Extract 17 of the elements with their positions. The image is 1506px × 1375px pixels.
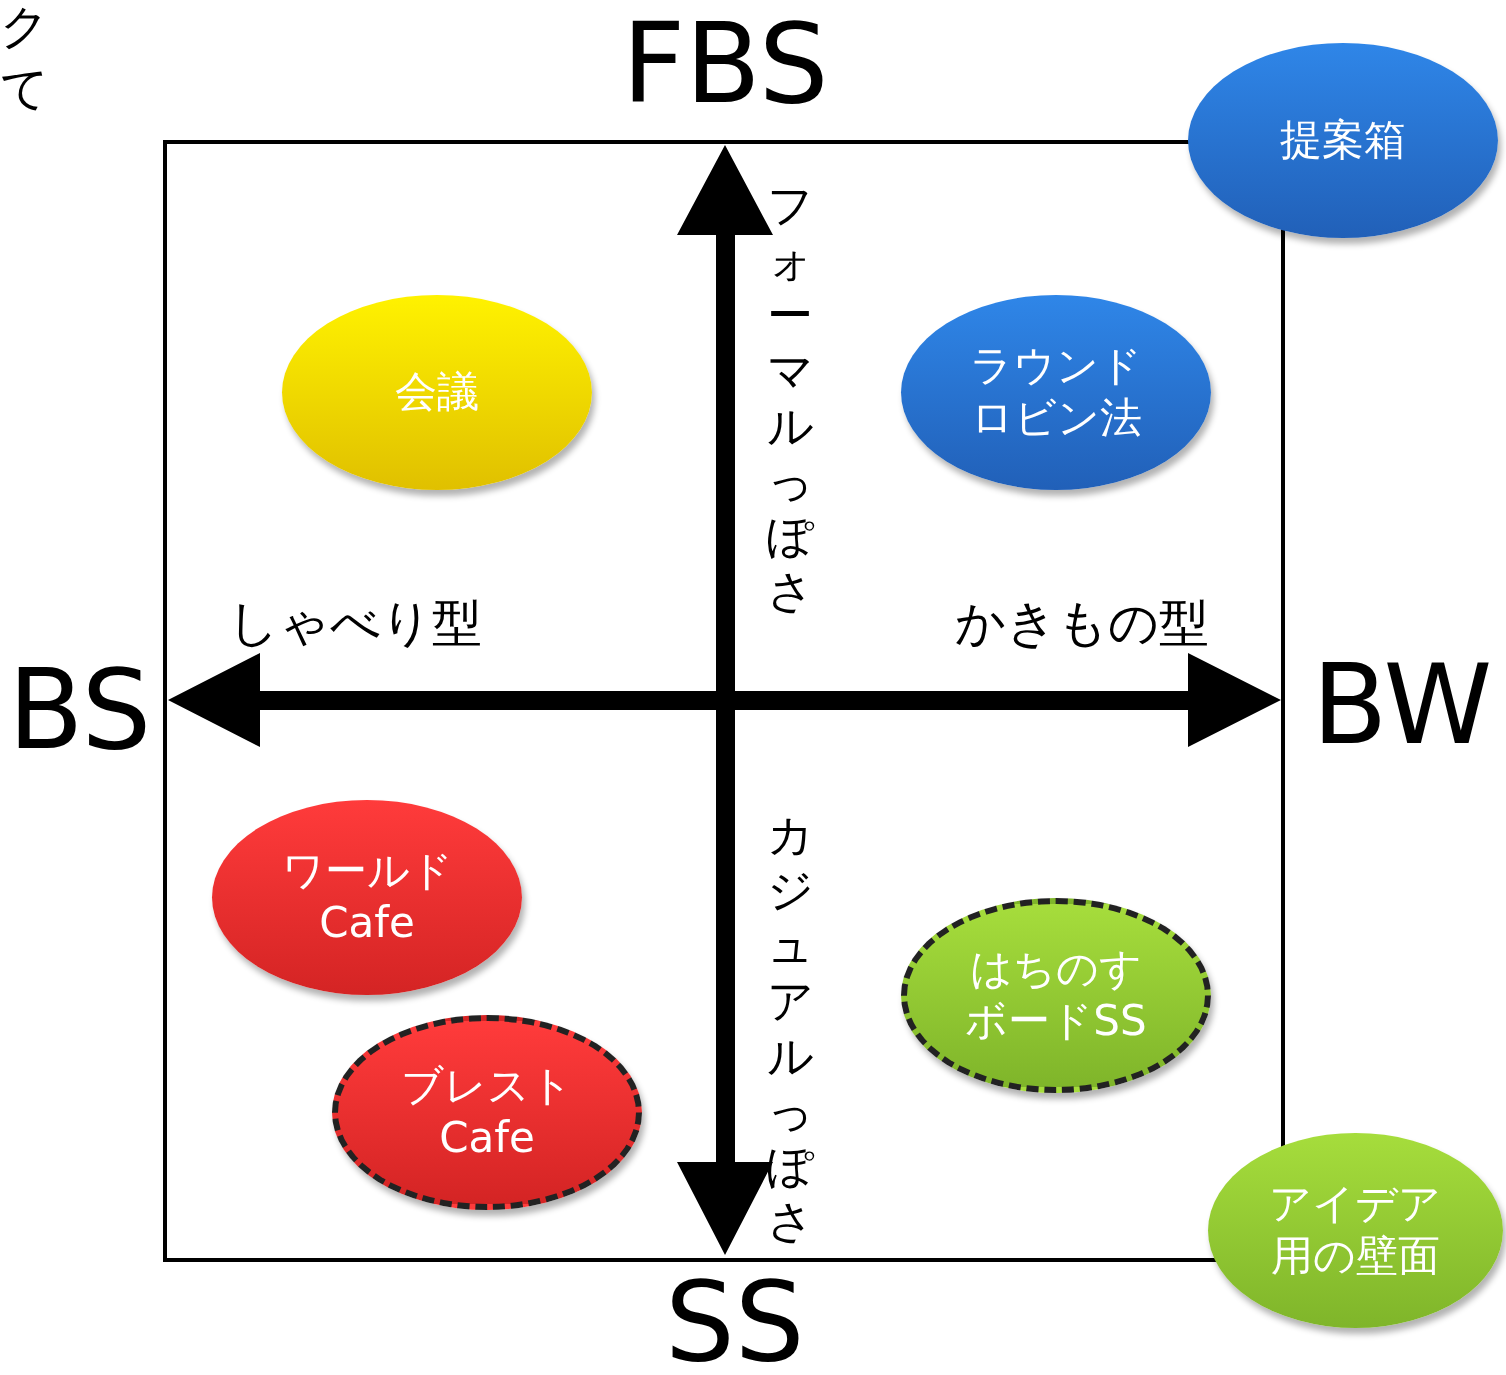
axis-caption: しゃべり型 bbox=[228, 596, 482, 651]
method-label: 会議 bbox=[394, 366, 480, 418]
axis-caption: カジュアルっぽさ bbox=[765, 808, 815, 1250]
method-label: 提案箱 bbox=[1279, 114, 1407, 166]
method-label: ワールドCafe bbox=[280, 845, 454, 949]
method-label: はちのすボードSS bbox=[964, 943, 1148, 1047]
axis-title: BW bbox=[1312, 645, 1493, 766]
cut-off-text: て bbox=[0, 62, 49, 115]
cut-off-text: ク bbox=[0, 0, 49, 53]
axis-title: FBS bbox=[622, 4, 829, 125]
method-label: アイデア用の壁面 bbox=[1268, 1178, 1442, 1282]
axis-caption: かきもの型 bbox=[955, 596, 1209, 651]
axis-caption: フォーマルっぽさ bbox=[765, 178, 815, 620]
axis-title: SS bbox=[665, 1262, 805, 1375]
method-label: ラウンドロビン法 bbox=[969, 340, 1143, 444]
method-label: ブレストCafe bbox=[400, 1060, 574, 1164]
axis-title: BS bbox=[8, 650, 152, 771]
